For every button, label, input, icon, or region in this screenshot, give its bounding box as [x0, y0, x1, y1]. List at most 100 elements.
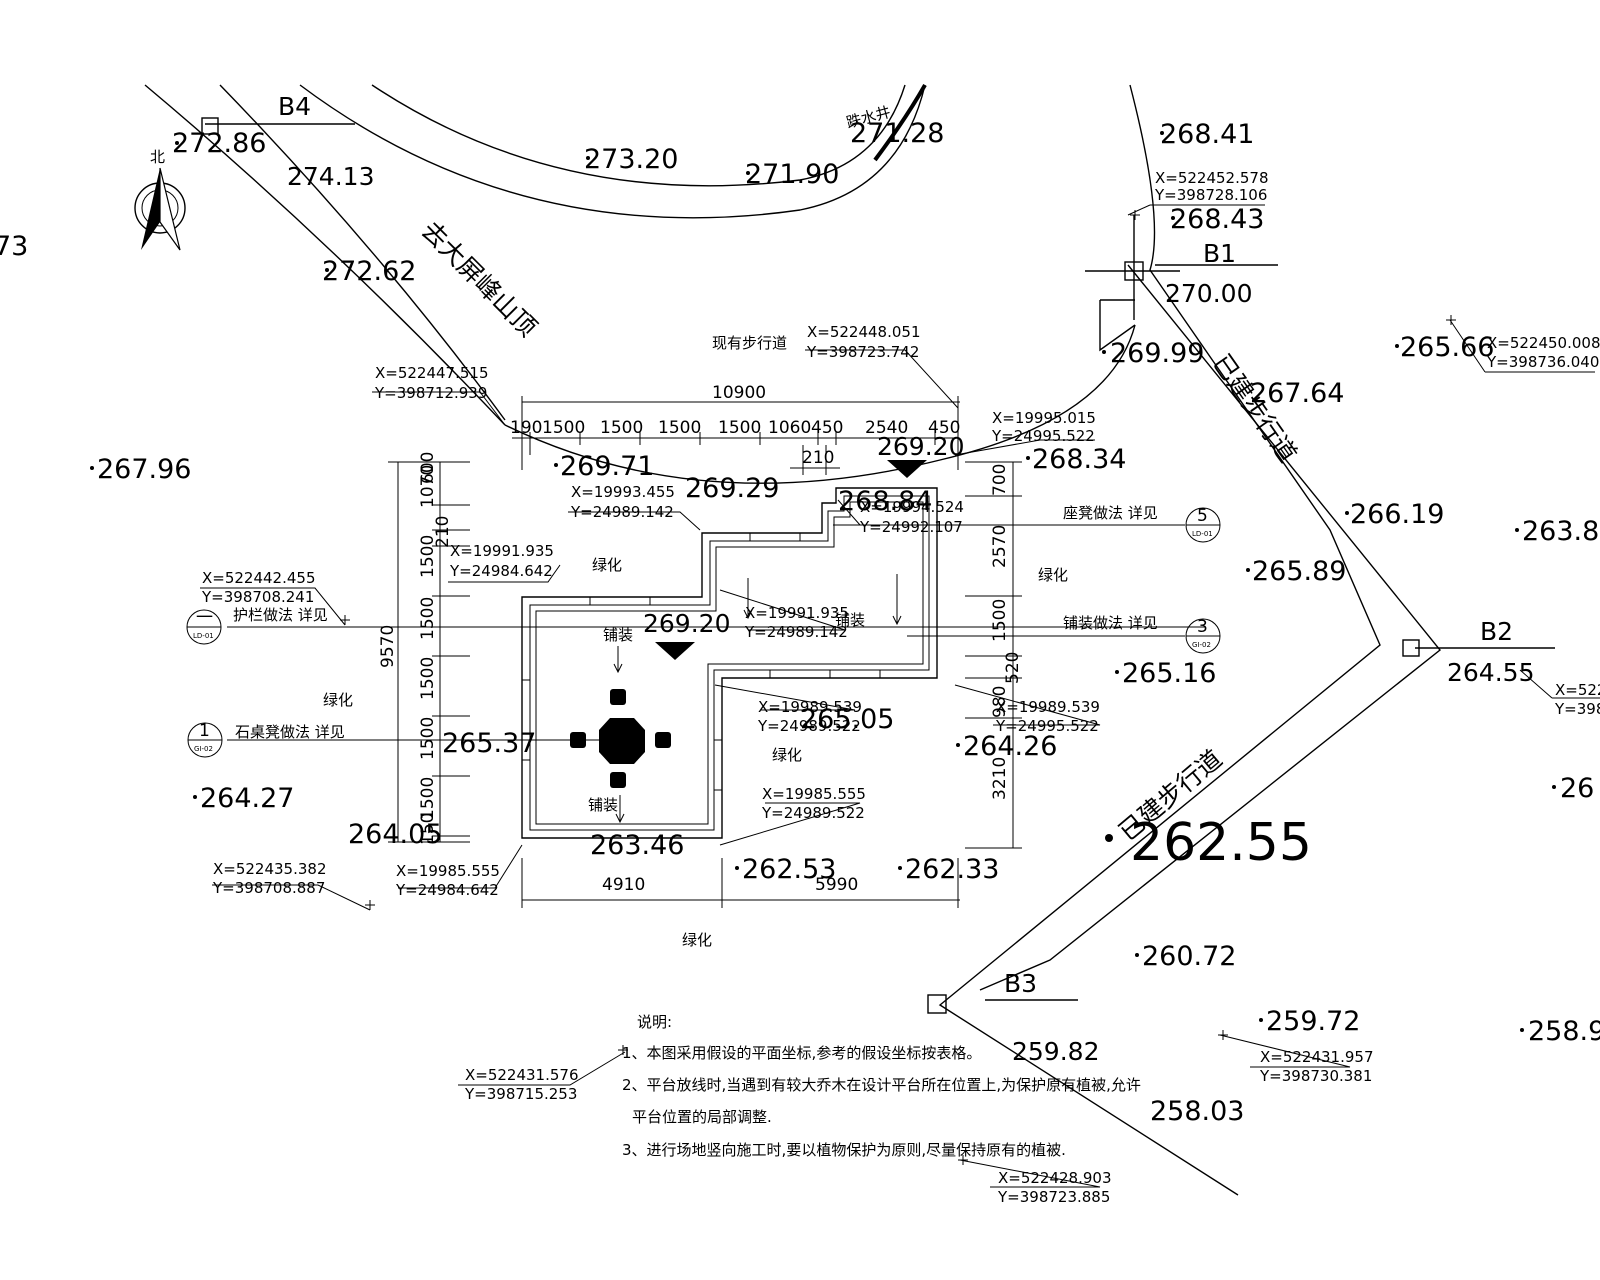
callout-sheet: LD-01	[193, 632, 214, 640]
dim-left: 1500	[418, 777, 438, 820]
coord-x: X=19993.455	[571, 483, 675, 501]
spot-elevation: 264.26	[963, 731, 1057, 762]
coord-x: X=522	[1555, 681, 1600, 699]
callout-5: 5 LD-01	[1185, 506, 1221, 543]
dim-top: 1500	[718, 418, 761, 438]
coord-y: Y=398715.253	[464, 1085, 577, 1103]
coord-x: X=19991.935	[745, 604, 849, 622]
coord-x: X=19995.015	[992, 409, 1096, 427]
spot-elevation: 263.82	[1522, 516, 1600, 547]
platform-elevation: 269.20	[877, 432, 964, 461]
coord-y: Y=24989.522	[761, 804, 865, 822]
spot-elevation: 267.96	[97, 454, 191, 485]
north-arrow-icon: 北	[134, 148, 186, 251]
green-area-label: 绿化	[323, 691, 353, 709]
leader-lines	[200, 204, 1600, 1188]
dim-right: 2570	[990, 525, 1010, 568]
elevation-marker-icon	[887, 460, 927, 478]
green-area-label: 绿化	[1038, 566, 1068, 584]
coord-y: Y=398730.381	[1259, 1067, 1372, 1085]
coord-x: X=522447.515	[375, 364, 489, 382]
dim-top: 2540	[865, 418, 908, 438]
spot-elevation: 271.90	[745, 159, 839, 190]
dim-top: 1500	[658, 418, 701, 438]
coord-y: Y=398728.106	[1154, 186, 1267, 204]
coord-x: X=522431.957	[1260, 1048, 1374, 1066]
dim-left: 1500	[418, 657, 438, 700]
spot-elevation: 269.71	[560, 451, 654, 482]
dim-top: 1500	[600, 418, 643, 438]
callout-sheet: GI-02	[194, 745, 213, 753]
green-area-label: 绿化	[682, 931, 712, 949]
coord-y: Y=24995.522	[991, 427, 1095, 445]
spot-elevation: 265.66	[1400, 332, 1494, 363]
spot-elevation: 260.72	[1142, 941, 1236, 972]
spot-elevation: 265.16	[1122, 658, 1216, 689]
dim-bottom: 5990	[815, 875, 858, 895]
dim-top: 190	[510, 418, 542, 438]
coord-y: Y=398708.241	[201, 588, 314, 606]
spot-elevation: 258.90	[1528, 1016, 1600, 1047]
existing-walk-label: 现有步行道	[712, 334, 787, 352]
edge-fragment: 26	[1560, 773, 1594, 804]
notes-title: 说明:	[637, 1013, 672, 1031]
dim-left: 1070	[418, 465, 438, 508]
spot-elevation: 262.53	[742, 854, 836, 885]
spot-elevation: 273.20	[584, 144, 678, 175]
spot-elevation: 266.19	[1350, 499, 1444, 530]
callout-number: 3	[1197, 617, 1208, 637]
paving-detail-ref: 铺装做法 详见	[1063, 614, 1158, 632]
coord-y: Y=24995.522	[995, 717, 1099, 735]
dim-left: 600	[418, 452, 438, 484]
elevation-marker-icon	[655, 642, 695, 660]
dim-total-height: 9570	[378, 625, 398, 668]
dim-left: 1500	[418, 597, 438, 640]
dimension-text: 10900 190 1500 1500 1500 1500 1060 450 2…	[378, 383, 1023, 895]
spot-elevation: 264.05	[348, 819, 442, 850]
spot-dots	[90, 131, 1556, 1032]
dim-top: 1060	[768, 418, 811, 438]
seat-detail-ref: 座凳做法 详见	[1063, 504, 1158, 522]
coord-y: Y=24984.642	[449, 562, 553, 580]
coord-x: X=19994.524	[860, 498, 964, 516]
spot-elevation: 272.62	[322, 256, 416, 287]
note-3: 3、进行场地竖向施工时,要以植物保护为原则,尽量保持原有的植被.	[622, 1141, 1066, 1159]
coord-x: X=522450.008	[1487, 334, 1600, 352]
point-label-b3: B3	[1004, 969, 1037, 998]
dim-right: 3210	[990, 757, 1010, 800]
dim-right: 980	[990, 686, 1010, 718]
spot-elevation: 269.99	[1110, 338, 1204, 369]
spot-elevation: 263.46	[590, 830, 684, 861]
paving-label: 铺装	[603, 626, 633, 644]
coord-y: Y=398708.887	[212, 879, 325, 897]
dim-right: 700	[990, 464, 1010, 496]
note-2-cont: 平台位置的局部调整.	[632, 1108, 772, 1126]
dim-210: 210	[433, 516, 453, 548]
spot-elevation: 258.03	[1150, 1096, 1244, 1127]
notes-block: 说明: 1、本图采用假设的平面坐标,参考的假设坐标按表格。 2、平台放线时,当遇…	[622, 1013, 1141, 1159]
dim-right: 1500	[990, 599, 1010, 642]
control-point-markers	[201, 117, 1555, 1014]
coord-x: X=19985.555	[762, 785, 866, 803]
point-elev-b4: 274.13	[287, 162, 374, 191]
spot-elevation: 272.86	[172, 128, 266, 159]
coord-x: X=19989.539	[996, 698, 1100, 716]
callout-rail: 一 LD-01	[186, 608, 222, 645]
dim-left: 1500	[418, 535, 438, 578]
green-area-label: 绿化	[772, 746, 802, 764]
spot-elevation: 259.72	[1266, 1006, 1360, 1037]
coord-y: Y=24989.142	[570, 503, 674, 521]
north-label: 北	[150, 148, 165, 166]
spot-elevation: 265.05	[800, 704, 894, 735]
mountain-road-lines	[144, 84, 927, 426]
coord-y: Y=24989.142	[744, 623, 848, 641]
spot-elevation: 265.37	[442, 728, 536, 759]
built-walk-lines	[938, 84, 1441, 1196]
callout-number: 一	[196, 608, 213, 628]
dim-bottom: 4910	[602, 875, 645, 895]
paving-label: 铺装	[588, 796, 618, 814]
edge-fragment: 73	[0, 231, 28, 262]
survey-cross-marks	[340, 210, 1456, 1165]
callout-number: 1	[199, 721, 210, 741]
